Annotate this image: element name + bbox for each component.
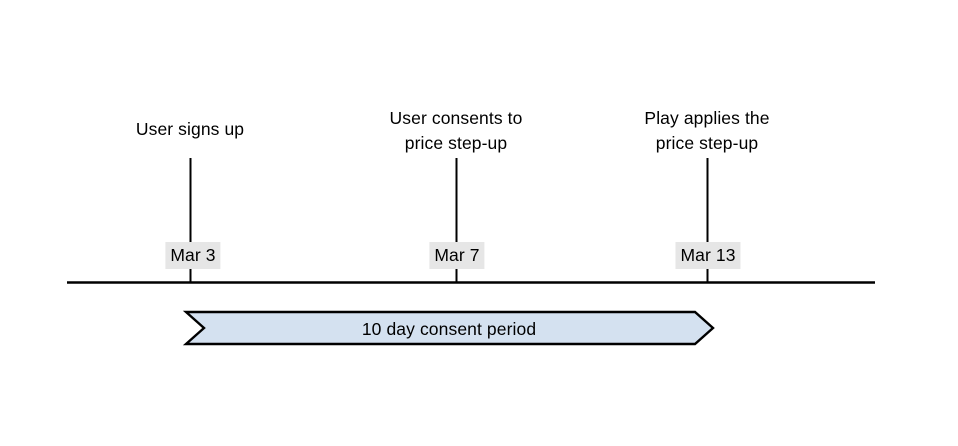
consent-period-banner-shape [182,310,715,346]
event-label-apply: Play applies the price step-up [644,106,769,156]
event-label-apply-line-2: price step-up [655,133,759,153]
event-label-consent-line-1: User consents to [389,108,523,128]
consent-period-banner-label: 10 day consent period [361,319,537,339]
event-label-signup: User signs up [136,117,244,142]
date-chip-signup: Mar 3 [165,242,221,269]
date-chip-consent: Mar 7 [429,242,485,269]
date-chip-wrap-signup: Mar 3 [165,242,221,269]
event-label-consent-line-2: price step-up [404,133,508,153]
date-chip-apply: Mar 13 [675,242,741,269]
event-label-apply-line-1: Play applies the [644,108,770,128]
date-chip-wrap-apply: Mar 13 [675,242,741,269]
event-label-signup-line-1: User signs up [135,119,245,139]
date-chip-wrap-consent: Mar 7 [429,242,485,269]
event-label-consent: User consents to price step-up [390,106,523,156]
